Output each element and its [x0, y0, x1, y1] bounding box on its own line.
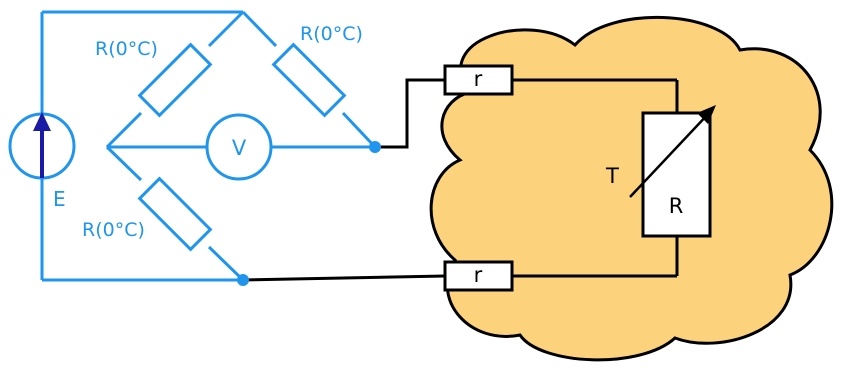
- bridge-resistor-top-right: [271, 42, 347, 118]
- junction-dot-bottom: [237, 274, 249, 286]
- source-arrow-icon: [33, 112, 51, 131]
- lead-resistor-bottom-label: r: [474, 263, 483, 287]
- bridge-resistor-bottom-left: [137, 176, 213, 252]
- lead-resistor-top-label: r: [474, 67, 483, 91]
- current-source: [8, 112, 76, 280]
- bridge-resistor-bottom-left-label: R(0°C): [82, 219, 145, 241]
- bridge-resistor-top-right-label: R(0°C): [300, 23, 363, 45]
- cloud-region: [429, 15, 834, 362]
- lead-resistor-bottom: r: [443, 260, 514, 292]
- sensor-resistor-label: R: [669, 194, 684, 218]
- black-wires: [242, 78, 679, 282]
- bridge-resistor-top-left-label: R(0°C): [95, 38, 158, 60]
- source-label: E: [53, 187, 66, 211]
- bridge-resistor-top-left: [137, 42, 213, 118]
- voltmeter-label: V: [232, 136, 247, 160]
- voltmeter: V: [205, 113, 273, 181]
- lead-resistor-top: r: [443, 64, 514, 96]
- sensor-resistor: R: [641, 111, 712, 238]
- temperature-label: T: [605, 164, 619, 188]
- junction-dot-right: [369, 141, 381, 153]
- variable-arrow-icon: [629, 105, 716, 198]
